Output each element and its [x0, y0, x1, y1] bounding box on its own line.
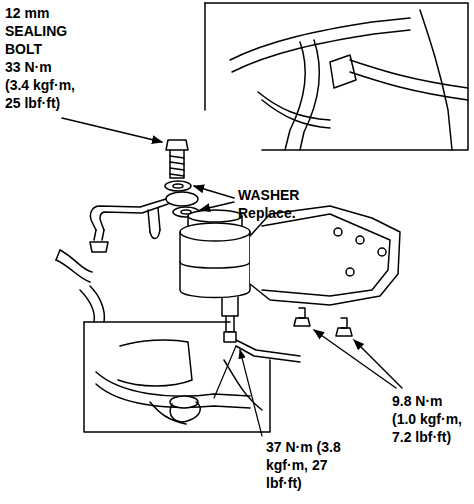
washer	[165, 181, 191, 191]
leader-line	[354, 340, 402, 388]
torque-spec: 37 N·m (3.8 kgf·m, 27 lbf·ft)	[266, 438, 342, 492]
note: Replace.	[238, 204, 328, 222]
leader-line	[240, 350, 262, 436]
leader-line	[214, 346, 236, 398]
hose	[56, 230, 108, 322]
torque-spec: 9.8 N·m (1.0 kgf·m, 7.2 lbf·ft)	[392, 392, 468, 446]
leader-line	[194, 186, 234, 198]
part-name: 12 mm SEALING BOLT	[5, 4, 79, 58]
bracket-bolt	[294, 308, 352, 336]
leader-line	[314, 330, 396, 388]
torque-spec: 33 N·m (3.4 kgf·m, 25 lbf·ft)	[5, 58, 79, 112]
leader-line	[62, 118, 162, 142]
detail-inset-bottom	[84, 322, 270, 432]
part-name: WASHER	[238, 186, 328, 204]
leader-line	[200, 202, 234, 210]
sealing-bolt	[166, 140, 188, 178]
detail-inset-top	[205, 3, 468, 150]
